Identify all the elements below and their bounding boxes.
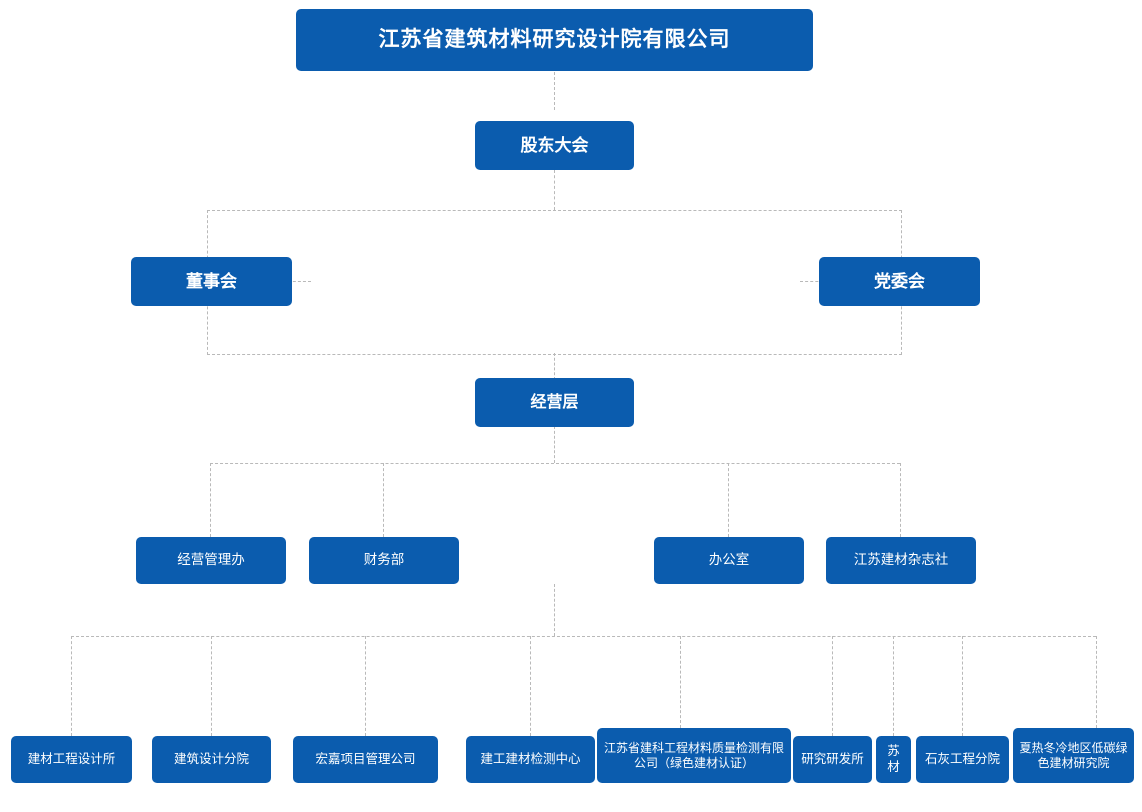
node-root[interactable]: 江苏省建筑材料研究设计院有限公司: [296, 9, 813, 71]
connector-to-inst-lime: [962, 636, 963, 736]
connector-management-to-institutes: [554, 584, 555, 636]
node-shareholders-meeting[interactable]: 股东大会: [475, 121, 634, 170]
connector-boards-to-management: [554, 353, 555, 380]
node-inst-testing-center[interactable]: 建工建材检测中心: [466, 736, 595, 783]
connector-root-to-shareholders: [554, 72, 555, 110]
connector-to-dept-magazine: [900, 463, 901, 537]
connector-to-inst-research: [832, 636, 833, 736]
node-inst-hongjia[interactable]: 宏嘉项目管理公司: [293, 736, 438, 783]
node-board-of-directors[interactable]: 董事会: [131, 257, 292, 306]
connector-to-inst-hongjia: [365, 636, 366, 736]
connector-boards-bracket: [207, 210, 902, 355]
connector-departments-bus: [210, 463, 900, 464]
connector-institutes-bus: [71, 636, 1096, 637]
node-dept-magazine[interactable]: 江苏建材杂志社: [826, 537, 976, 584]
node-inst-lowcarbon[interactable]: 夏热冬冷地区低碳绿色建材研究院: [1013, 728, 1134, 783]
connector-to-inst-jianke: [680, 636, 681, 728]
node-dept-operations[interactable]: 经营管理办: [136, 537, 286, 584]
node-inst-lime[interactable]: 石灰工程分院: [916, 736, 1009, 783]
connector-to-inst-sucai: [893, 636, 894, 736]
connector-to-dept-finance: [383, 463, 384, 537]
connector-shareholders-down: [554, 170, 555, 210]
connector-to-inst-lowcarbon: [1096, 636, 1097, 728]
connector-to-inst-design: [71, 636, 72, 736]
node-inst-jianke[interactable]: 江苏省建科工程材料质量检测有限公司（绿色建材认证）: [597, 728, 791, 783]
connector-management-down: [554, 426, 555, 463]
node-inst-sucai[interactable]: 苏材: [876, 736, 911, 783]
node-party-committee[interactable]: 党委会: [819, 257, 980, 306]
node-inst-architecture[interactable]: 建筑设计分院: [152, 736, 271, 783]
node-inst-design[interactable]: 建材工程设计所: [11, 736, 132, 783]
node-management-layer[interactable]: 经营层: [475, 378, 634, 427]
connector-to-dept-operations: [210, 463, 211, 537]
node-dept-finance[interactable]: 财务部: [309, 537, 459, 584]
node-dept-office[interactable]: 办公室: [654, 537, 804, 584]
connector-to-dept-office: [728, 463, 729, 537]
node-inst-research[interactable]: 研究研发所: [793, 736, 872, 783]
connector-to-inst-architecture: [211, 636, 212, 736]
connector-to-inst-testing-center: [530, 636, 531, 736]
